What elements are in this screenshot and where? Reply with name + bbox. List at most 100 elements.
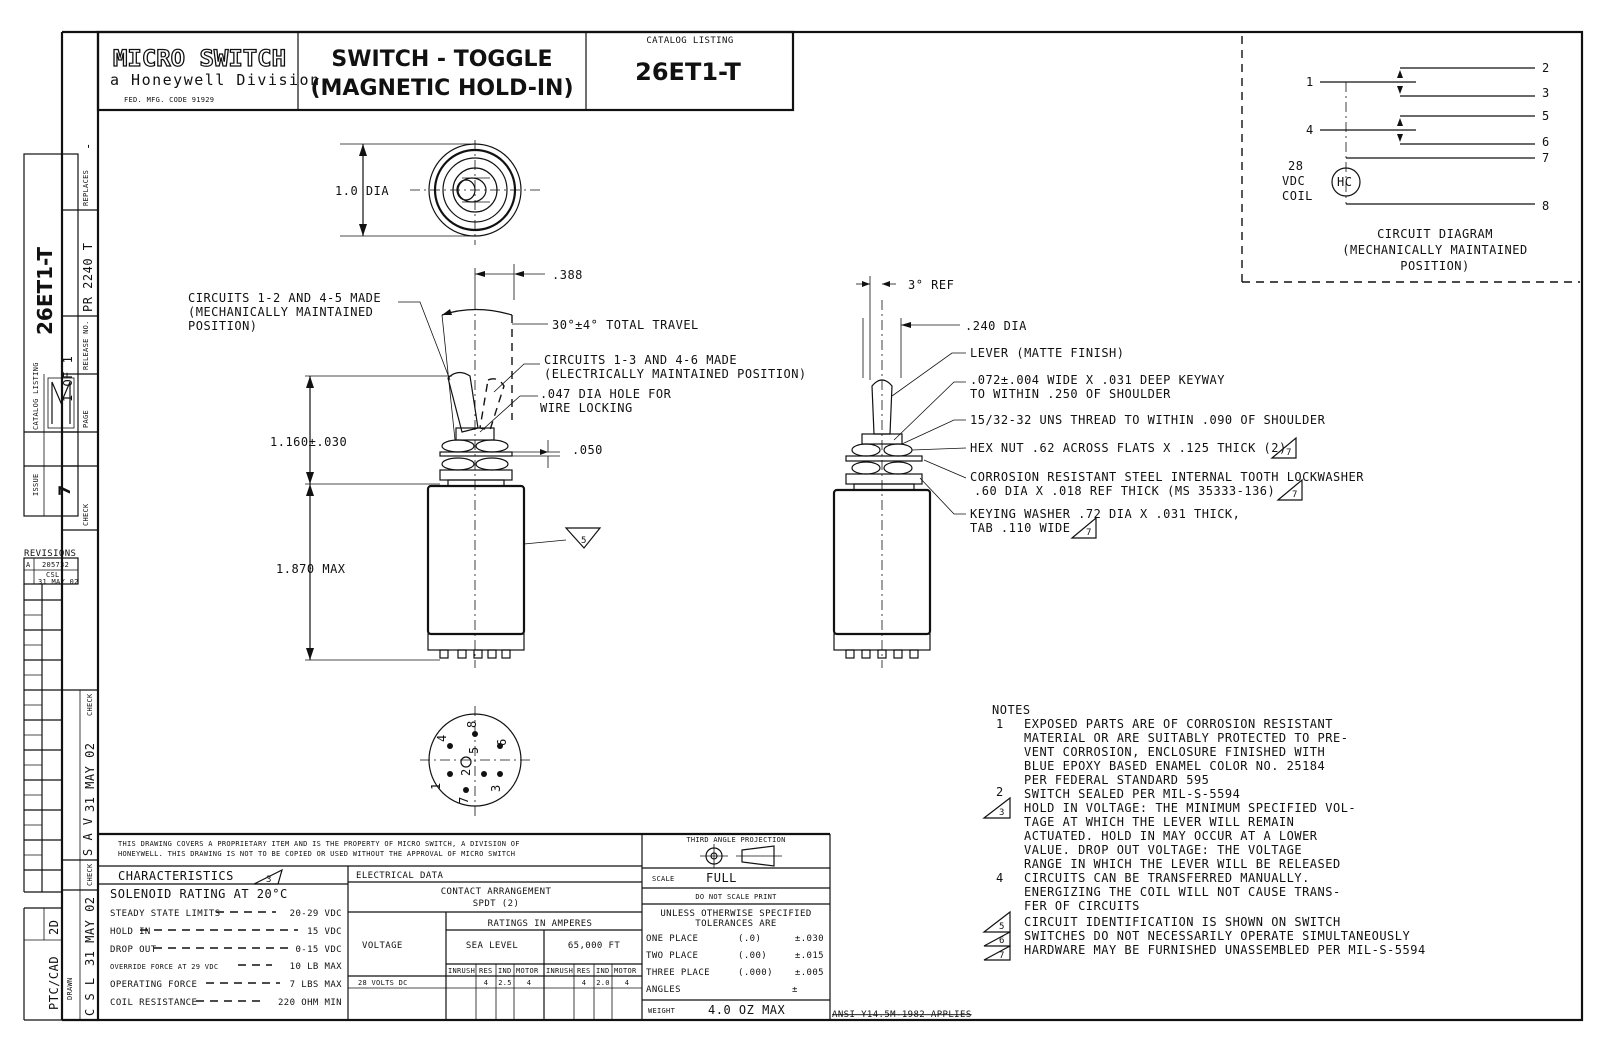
- coil-line-1: 28: [1288, 159, 1303, 173]
- col-res-2: RES: [577, 967, 591, 975]
- note-1-line-5: PER FEDERAL STANDARD 595: [1024, 773, 1209, 787]
- strip-issue-label: ISSUE: [32, 473, 40, 496]
- note-1-line-2: MATERIAL OR ARE SUITABLY PROTECTED TO PR…: [1024, 731, 1348, 745]
- pin-2: 2: [459, 768, 473, 776]
- strip-check-label-2: CHECK: [86, 863, 94, 886]
- keying-ref: 7: [1086, 528, 1092, 538]
- strip-page-value: 1 OF 1: [61, 356, 75, 402]
- strip-drawn-date: 31 MAY 02: [83, 896, 97, 966]
- pin-8: 8: [465, 720, 479, 728]
- note-3-line-2: TAGE AT WHICH THE LEVER WILL REMAIN: [1024, 815, 1294, 829]
- ansi-note: ANSI Y14.5M-1982 APPLIES: [832, 1010, 972, 1020]
- pin-5: 5: [467, 746, 481, 754]
- circuit-title-3: POSITION): [1400, 259, 1470, 273]
- hex-nut-ref: 7: [1286, 448, 1292, 458]
- circuits-made-line-2: (MECHANICALLY MAINTAINED: [188, 305, 373, 319]
- strip-check-date: 31 MAY 02: [83, 742, 97, 812]
- max-length-label: 1.870 MAX: [276, 562, 346, 576]
- do-not-scale: DO NOT SCALE PRINT: [695, 893, 777, 901]
- company-division: a Honeywell Division: [110, 71, 321, 89]
- note-5-line-1: CIRCUIT IDENTIFICATION IS SHOWN ON SWITC…: [1024, 915, 1341, 929]
- coil-line-3: COIL: [1282, 189, 1313, 203]
- col-ind-1: IND: [498, 967, 512, 975]
- val-ind-1: 2.5: [498, 979, 512, 987]
- coil-line-2: VDC: [1282, 174, 1305, 188]
- pin-7: 7: [457, 796, 471, 804]
- hold-coil-icon: [1331, 167, 1361, 197]
- tol-format-2: (.00): [738, 951, 767, 961]
- note-4-num: 4: [996, 871, 1004, 885]
- note-2-num: 2: [996, 785, 1004, 799]
- circuits-made-line-3: POSITION): [188, 319, 258, 333]
- keying-line-2: TAB .110 WIDE: [970, 521, 1070, 535]
- lockwasher-ref: 7: [1292, 490, 1298, 500]
- note-4-line-2: ENERGIZING THE COIL WILL NOT CAUSE TRANS…: [1024, 885, 1341, 899]
- strip-drawn-by: C S L: [83, 977, 97, 1016]
- pin-3: 3: [489, 784, 503, 792]
- circuit-title-1: CIRCUIT DIAGRAM: [1377, 227, 1493, 241]
- term-5: 5: [1542, 109, 1550, 123]
- note-4-line-3: FER OF CIRCUITS: [1024, 899, 1140, 913]
- toggle-lever: [447, 371, 505, 433]
- thread-label: 15/32-32 UNS THREAD TO WITHIN .090 OF SH…: [970, 413, 1326, 427]
- tol-label-3: THREE PLACE: [646, 968, 710, 978]
- micro-switch-m-logo: [47, 377, 75, 429]
- side-dia-label: .240 DIA: [965, 319, 1027, 333]
- term-2: 2: [1542, 61, 1550, 75]
- proprietary-line-2: HONEYWELL. THIS DRAWING IS NOT TO BE COP…: [118, 850, 515, 858]
- front-dia-label: 1.0 DIA: [335, 184, 389, 198]
- circuits-made-line-1: CIRCUITS 1-2 AND 4-5 MADE: [188, 291, 381, 305]
- dim-388: .388: [552, 268, 583, 282]
- strip-cad-label: PTC/CAD: [47, 956, 61, 1010]
- char-value-5: 7 LBS MAX: [290, 980, 343, 990]
- circuit-title-2: (MECHANICALLY MAINTAINED: [1342, 243, 1527, 257]
- rev-number: 205732: [42, 561, 69, 569]
- side-hardware: [845, 433, 923, 491]
- col-inrush-2: INRUSH: [546, 967, 573, 975]
- proprietary-line-1: THIS DRAWING COVERS A PROPRIETARY ITEM A…: [118, 840, 520, 848]
- strip-replaces-value: -: [81, 142, 95, 150]
- note-6-num: 6: [999, 936, 1005, 946]
- note-4-line-1: CIRCUITS CAN BE TRANSFERRED MANUALLY.: [1024, 871, 1310, 885]
- char-value-2: 15 VDC: [307, 927, 342, 937]
- note-5-num: 5: [999, 922, 1005, 932]
- top-view: 1.0 DIA: [335, 140, 540, 245]
- note-3-line-4: VALUE. DROP OUT VOLTAGE: THE VOLTAGE: [1024, 843, 1302, 857]
- char-leader-lines: [140, 911, 298, 1002]
- tol-label-2: TWO PLACE: [646, 951, 698, 961]
- bottom-pin-view: 1 2 3 4 5 6 7 8: [420, 706, 530, 818]
- projection-label: THIRD ANGLE PROJECTION: [686, 836, 785, 844]
- height-label: 1.160±.030: [270, 435, 347, 449]
- col-res-1: RES: [479, 967, 493, 975]
- note-7-num: 7: [999, 951, 1005, 961]
- note-3-line-1: HOLD IN VOLTAGE: THE MINIMUM SPECIFIED V…: [1024, 801, 1356, 815]
- char-label-2: HOLD IN: [110, 927, 151, 937]
- tolerance-line-1: UNLESS OTHERWISE SPECIFIED: [660, 909, 811, 919]
- catalog-number: 26ET1-T: [635, 58, 741, 86]
- lockwasher-line-2: .60 DIA X .018 REF THICK (MS 35333-136): [974, 484, 1275, 498]
- strip-release-label: RELEASE NO.: [82, 320, 90, 370]
- val-res-2: 4: [582, 979, 587, 987]
- contact-arrangement: CONTACT ARRANGEMENT: [441, 887, 552, 897]
- strip-check-label: CHECK: [86, 693, 94, 716]
- side-elevation: 3° REF .240 DIA LEVER (MATTE F: [832, 276, 1364, 668]
- term-6: 6: [1542, 135, 1550, 149]
- bottom-tables: THIS DRAWING COVERS A PROPRIETARY ITEM A…: [98, 832, 972, 1020]
- tol-value-3: ±.005: [795, 968, 824, 978]
- title-line-2: (MAGNETIC HOLD-IN): [310, 76, 573, 101]
- tol-value-4: ±: [792, 985, 798, 995]
- side-lever: [871, 379, 893, 435]
- strip-drawn-label: DRAWN: [66, 977, 74, 1000]
- hole-line-2: WIRE LOCKING: [540, 401, 633, 415]
- side-body: [832, 488, 932, 659]
- switch-body: [426, 484, 526, 659]
- char-label-6: COIL RESISTANCE: [110, 998, 197, 1008]
- dim-050: .050: [572, 443, 603, 457]
- revisions-label: REVISIONS: [24, 549, 76, 559]
- title-line-1: SWITCH - TOGGLE: [331, 47, 552, 72]
- keying-line-1: KEYING WASHER .72 DIA X .031 THICK,: [970, 507, 1240, 521]
- notes-title: NOTES: [992, 703, 1031, 717]
- note-2-line-1: SWITCH SEALED PER MIL-S-5594: [1024, 787, 1240, 801]
- lockwasher-line-1: CORROSION RESISTANT STEEL INTERNAL TOOTH…: [970, 470, 1364, 484]
- electrical-header: ELECTRICAL DATA: [356, 871, 443, 881]
